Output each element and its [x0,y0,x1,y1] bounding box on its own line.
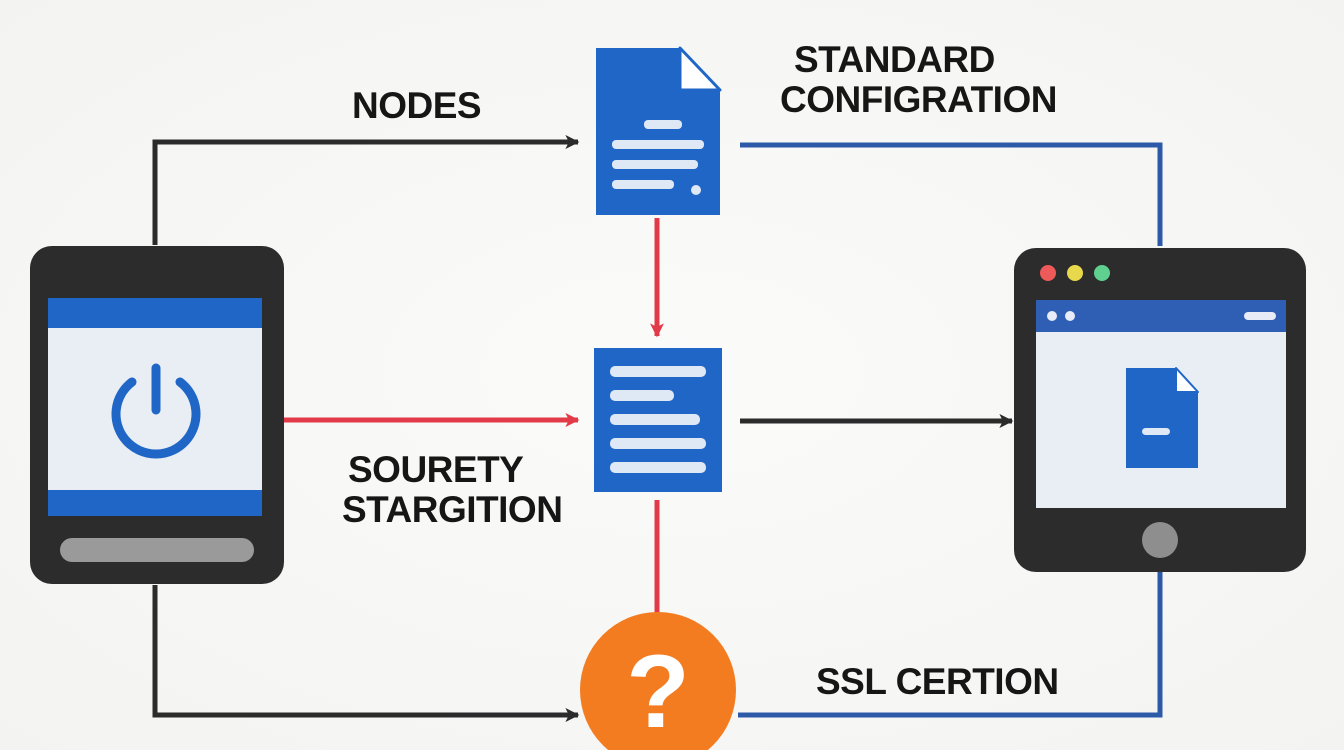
label-nodes: NODES [352,85,482,126]
connector-standard-configration [740,142,1163,246]
question-mark-icon: ? [580,612,736,750]
home-bar [60,538,254,562]
label-sourety-line2: STARGITION [342,489,563,530]
window-dot-red [1040,265,1056,281]
label-standard-line1: STANDARD [794,39,995,80]
connector-nodes [152,135,580,245]
tablet-power-icon [30,246,284,584]
document-list-icon [594,348,722,492]
small-document-icon [1126,367,1199,468]
window-dot-yellow [1067,265,1083,281]
label-nodes-text: NODES [352,85,482,126]
label-standard-configration: STANDARD CONFIGRATION [780,40,1057,120]
document-icon [596,46,722,215]
connector-device-to-help [152,585,580,722]
browser-window-tablet-icon [1014,248,1306,572]
label-ssl-text: SSL CERTION [816,661,1059,702]
connector-ssl-certion [738,572,1163,718]
power-icon [111,363,201,459]
window-dot-green [1094,265,1110,281]
label-ssl-certion: SSL CERTION [816,662,1059,702]
home-button [1142,522,1178,558]
label-standard-line2: CONFIGRATION [780,79,1057,120]
label-sourety-stargition: SOURETY STARGITION [342,449,563,530]
question-mark-glyph: ? [626,634,690,750]
label-sourety-line1: SOURETY [348,449,524,490]
